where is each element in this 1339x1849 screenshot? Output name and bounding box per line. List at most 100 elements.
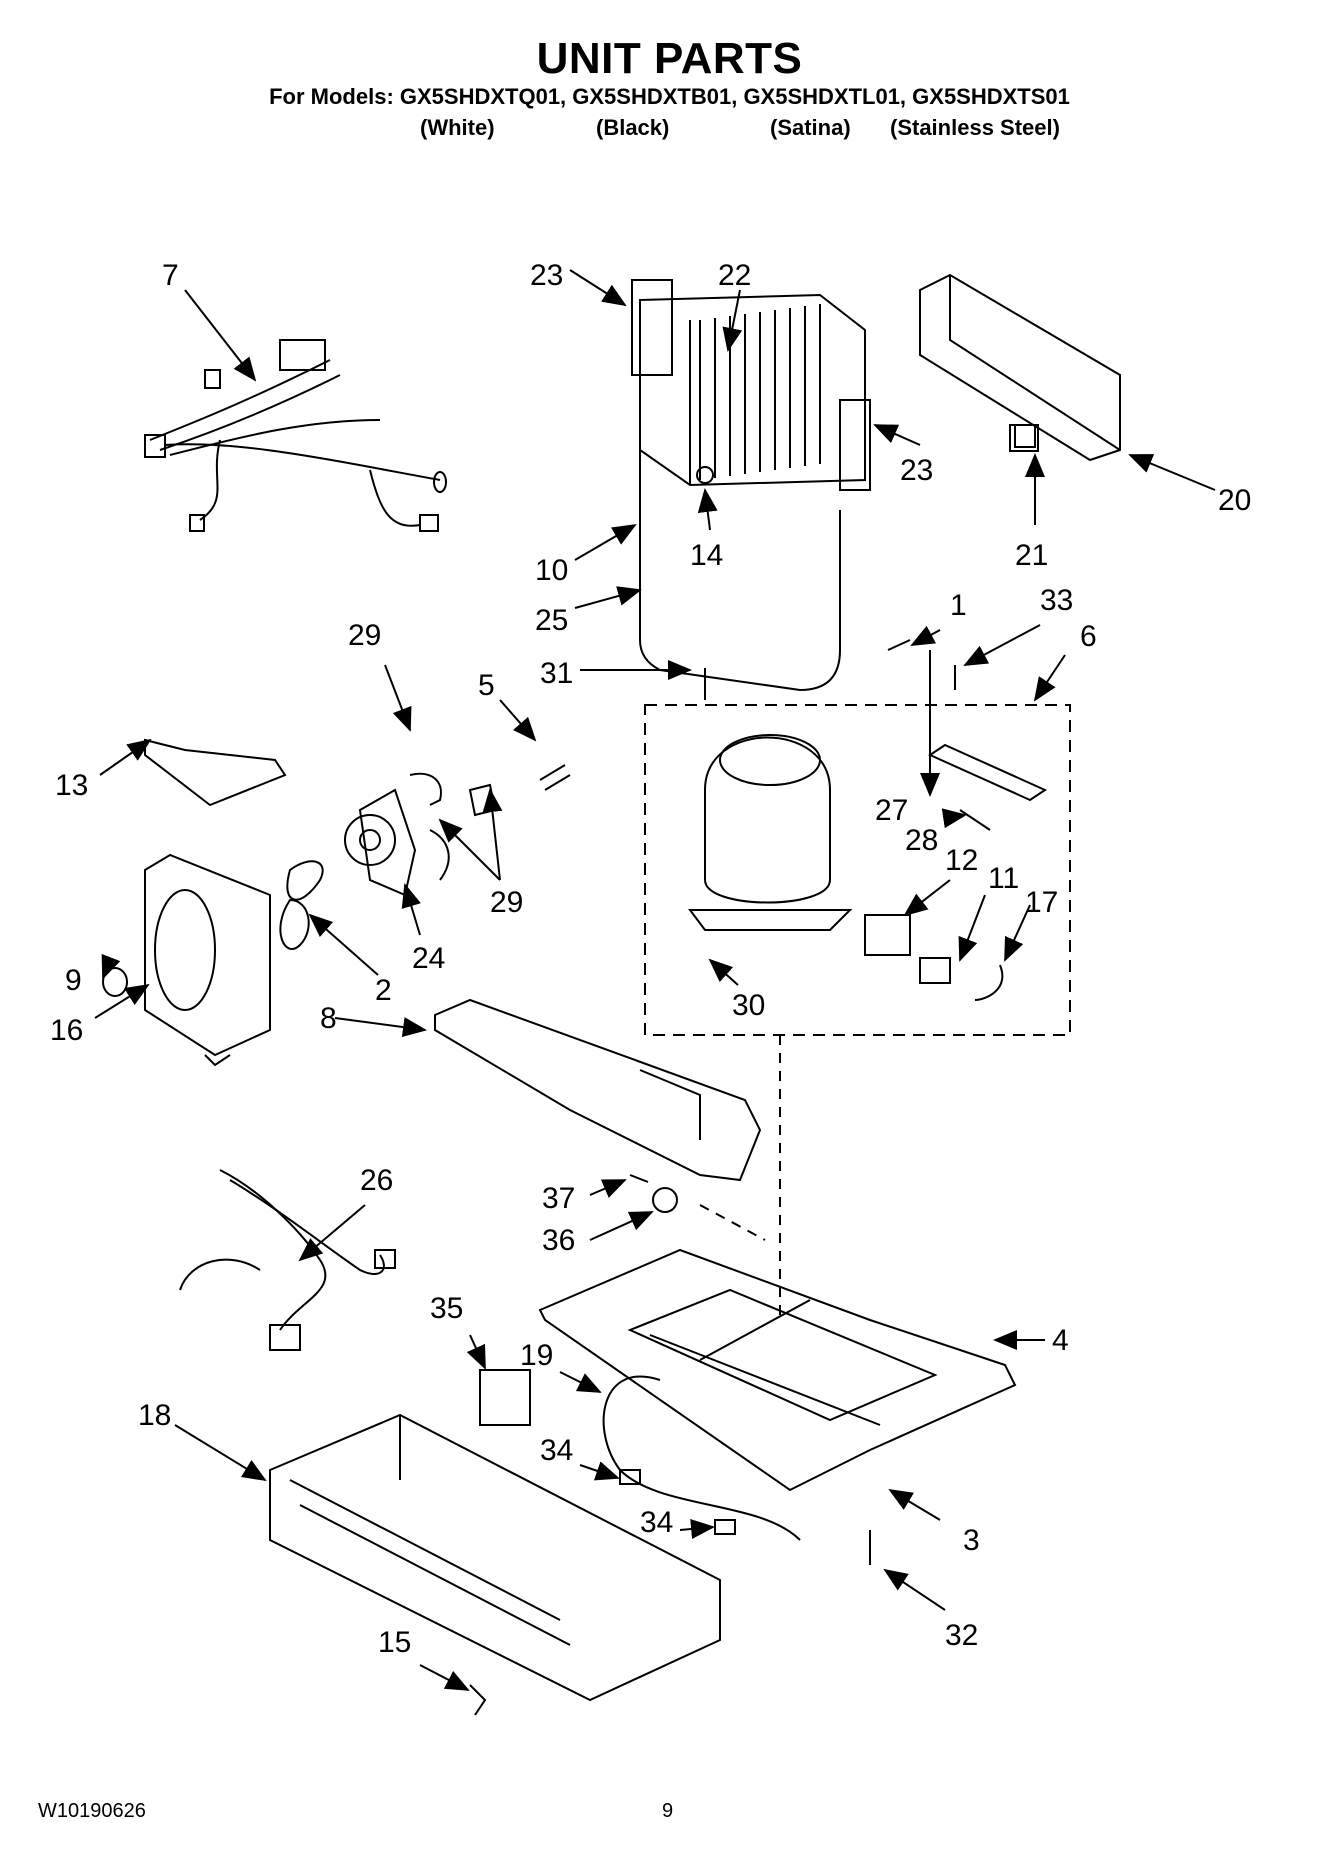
leader-9 (101, 953, 121, 980)
variant-black: (Black) (596, 115, 670, 140)
callout-20: 20 (1218, 484, 1251, 517)
leader-28 (941, 808, 967, 829)
start-relay (864, 914, 911, 956)
leader-25 (574, 586, 642, 609)
callout-2: 2 (375, 974, 392, 1007)
variant-stainless: (Stainless Steel) (890, 115, 1060, 140)
variant-white: (White) (420, 115, 495, 140)
motor-mount-b (429, 829, 450, 881)
callout-29b: 29 (490, 886, 523, 919)
callout-33: 33 (1040, 584, 1073, 617)
leader-34a (579, 1461, 620, 1481)
callout-13: 13 (55, 769, 88, 802)
leader-18 (174, 1424, 267, 1482)
overload (919, 957, 951, 984)
callout-4: 4 (1052, 1324, 1069, 1357)
variant-satina: (Satina) (770, 115, 851, 140)
screw-1 (887, 639, 911, 651)
clip-34b (714, 1519, 736, 1535)
callout-14: 14 (690, 539, 723, 572)
compressor-harness (974, 964, 1004, 1001)
leader-14 (697, 488, 718, 531)
leader-2 (308, 913, 379, 976)
base-plate (538, 1248, 1017, 1492)
part-21 (1014, 424, 1036, 448)
callout-3: 3 (963, 1524, 980, 1557)
leader-20 (1128, 454, 1216, 491)
callout-29a: 29 (348, 619, 381, 652)
grommet (102, 967, 128, 997)
callout-23a: 23 (530, 259, 563, 292)
callout-11: 11 (988, 862, 1019, 895)
defrost-wire-loop (639, 400, 841, 692)
leader-30 (708, 958, 739, 986)
leader-5 (499, 699, 537, 742)
leader-37 (589, 1179, 627, 1198)
callout-31: 31 (540, 657, 573, 690)
leader-34b (679, 1519, 715, 1539)
condenser (631, 279, 871, 491)
leader-19 (559, 1371, 602, 1393)
fan-blade (279, 860, 324, 950)
leader-7 (184, 289, 257, 382)
compressor-assembly-box (644, 704, 1071, 1036)
leader-13 (99, 738, 152, 776)
callout-30: 30 (732, 989, 765, 1022)
guide-line-b (699, 1204, 766, 1241)
leader-35 (466, 1334, 486, 1370)
callout-25: 25 (535, 604, 568, 637)
callout-24: 24 (412, 942, 445, 975)
leader-11 (958, 894, 986, 962)
callout-16: 16 (50, 1014, 83, 1047)
callout-7: 7 (162, 259, 179, 292)
callout-32: 32 (945, 1619, 978, 1652)
part-36 (652, 1187, 678, 1213)
screw-5 (539, 764, 571, 791)
part-37 (629, 1174, 649, 1183)
page-number: 9 (662, 1800, 674, 1822)
callout-28: 28 (905, 824, 938, 857)
leader-16 (94, 983, 150, 1019)
callout-34b: 34 (640, 1506, 673, 1539)
callout-9: 9 (65, 964, 82, 997)
leader-32 (883, 1568, 946, 1611)
callout-36: 36 (542, 1224, 575, 1257)
callout-15: 15 (378, 1626, 411, 1659)
callout-22: 22 (718, 259, 751, 292)
leader-29b (438, 818, 501, 881)
compressor (688, 734, 853, 931)
leader-1 (910, 625, 941, 646)
callout-18: 18 (138, 1399, 171, 1432)
leader-8 (334, 1017, 427, 1038)
callout-8: 8 (320, 1002, 337, 1035)
gasket-strip (144, 738, 287, 807)
leader-29a (384, 664, 412, 732)
clip-34a (619, 1469, 641, 1485)
clip-15 (469, 1684, 487, 1716)
callout-21: 21 (1015, 539, 1048, 572)
callout-10: 10 (535, 554, 568, 587)
evaporator (269, 1413, 721, 1702)
leader-10 (574, 523, 637, 561)
leader-33 (963, 624, 1041, 666)
callout-27: 27 (875, 794, 908, 827)
leader-26 (298, 1204, 366, 1262)
callout-26: 26 (360, 1164, 393, 1197)
leader-36 (589, 1211, 654, 1241)
callout-34a: 34 (540, 1434, 573, 1467)
callout-6: 6 (1080, 620, 1097, 653)
leader-3 (888, 1488, 941, 1521)
document-number: W10190626 (38, 1800, 146, 1822)
leader-29c (482, 788, 503, 881)
fan-shroud (144, 853, 271, 1067)
callout-17: 17 (1025, 886, 1058, 919)
wire-harness-lower (179, 1169, 396, 1351)
drain-pan (434, 998, 762, 1182)
leader-15 (419, 1664, 470, 1691)
callout-5: 5 (478, 669, 495, 702)
callout-1: 1 (950, 589, 967, 622)
leader-6 (1033, 654, 1066, 702)
leader-23b (873, 424, 921, 446)
leader-12 (903, 879, 951, 917)
